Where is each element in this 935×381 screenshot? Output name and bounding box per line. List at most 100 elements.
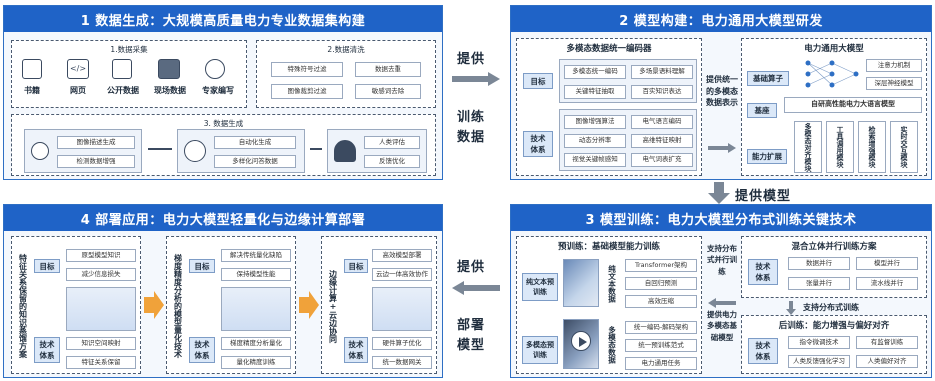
panel-title: 2 模型构建：电力通用大模型研发 bbox=[511, 6, 931, 32]
panel-title: 3 模型训练：电力大模型分布式训练关键技术 bbox=[511, 205, 931, 231]
panel-model-build: 2 模型构建：电力通用大模型研发 多模态数据统一编码器 目标 多模态统一编码 多… bbox=[510, 5, 932, 180]
right-arrow-icon bbox=[708, 138, 736, 153]
clean-image-crop: 图像裁剪过滤 bbox=[271, 84, 343, 99]
col2-tech-item: 量化精度训练 bbox=[221, 356, 291, 369]
right-arrow-icon bbox=[144, 291, 164, 319]
collect-item-field: 现场数据 bbox=[154, 86, 186, 95]
col2-goal-item: 解决传统量化缺陷 bbox=[221, 249, 291, 262]
goal-item: 多场景语料理解 bbox=[631, 65, 693, 79]
panel-data-generation: 1 数据生成：大规模高质量电力专业数据集构建 1.数据采集 </> 书籍 网页 … bbox=[3, 5, 443, 180]
deploy-col1: 特征关系保留的知识蒸馏方案 目标 原型模型知识 减少信息损失 技术 体系 知识空… bbox=[11, 236, 141, 374]
public-data-icon bbox=[112, 59, 132, 79]
col1-vtitle: 特征关系保留的知识蒸馏方案 bbox=[18, 254, 28, 358]
collect-item-books: 书籍 bbox=[24, 86, 40, 95]
encoder-tech-label: 技术 体系 bbox=[523, 131, 553, 157]
text-data-stack: 纯文本数据 bbox=[607, 265, 617, 303]
tech-item: 高维特征映射 bbox=[631, 134, 693, 148]
post-item: 人类反馈强化学习 bbox=[788, 355, 850, 368]
col3-diagram bbox=[372, 287, 432, 331]
goal-item: 百实知识表达 bbox=[631, 85, 693, 99]
text-item: 自回归预测 bbox=[625, 277, 697, 290]
general-model-group: 电力通用大模型 基础算子 注意力机制 深层神经模型 基座 自研高性能电力大语言模… bbox=[741, 38, 927, 176]
deploy-col2: 梯度精度分析的模型量化技术 目标 解决传统量化缺陷 保持模型性能 技术 体系 梯… bbox=[166, 236, 296, 374]
encoder-title: 多模态数据统一编码器 bbox=[566, 44, 652, 54]
col2-goal-label: 目标 bbox=[189, 259, 215, 273]
panel-title: 1 数据生成：大规模高质量电力专业数据集构建 bbox=[4, 6, 442, 32]
panel-deploy: 4 部署应用：电力大模型轻量化与边缘计算部署 特征关系保留的知识蒸馏方案 目标 … bbox=[3, 204, 443, 378]
arrow-text-model: 模型 bbox=[457, 338, 486, 353]
flow-arrow bbox=[148, 148, 172, 150]
text-pretrain-label: 纯文本预训练 bbox=[522, 273, 558, 301]
base-label: 基座 bbox=[747, 103, 777, 118]
posttrain-title: 后训练：能力增强与偏好对齐 bbox=[778, 321, 890, 331]
tech-item: 视觉关键帧感知 bbox=[564, 153, 626, 167]
col1-goal-label: 目标 bbox=[34, 259, 60, 273]
left-arrow-icon bbox=[452, 280, 500, 295]
pretrain-group: 预训练：基础模型能力训练 纯文本预训练 纯文本数据 Transformer架构 … bbox=[516, 236, 702, 374]
encoder-tech-block: 图像增强算法 电气语言编码 动态分辨率 高维特征映射 视觉关键帧感知 电气词表扩… bbox=[559, 109, 697, 171]
base-op-label: 基础算子 bbox=[747, 71, 789, 86]
clean-special-symbols: 特殊符号过滤 bbox=[271, 62, 343, 77]
support-dist-text: 支持分布式训练 bbox=[803, 303, 859, 312]
attention-box: 注意力机制 bbox=[866, 59, 922, 72]
tech-item: 图像增强算法 bbox=[564, 115, 626, 129]
down-arrow-icon bbox=[708, 182, 730, 204]
col3-goal-item: 云边一体高效协作 bbox=[372, 268, 432, 281]
data-collection-group: 1.数据采集 </> 书籍 网页 公开数据 现场数据 专家编写 bbox=[11, 40, 247, 108]
pretrain-title: 预训练：基础模型能力训练 bbox=[557, 242, 660, 252]
module-tool: 工具调用模块 bbox=[826, 121, 854, 173]
book-icon bbox=[22, 59, 42, 79]
provide-model-text: 提供模型 bbox=[735, 189, 792, 204]
col1-diagram bbox=[66, 287, 136, 331]
col1-tech-item: 特征关系保留 bbox=[66, 356, 136, 369]
gen-mid-block: 自动化生成 多样化问答数据 bbox=[177, 129, 305, 173]
encoder-goal-block: 多模态统一编码 多场景语料理解 关键特征抽取 百实知识表达 bbox=[559, 59, 697, 103]
left-arrow-icon bbox=[708, 293, 736, 308]
gen-right-block: 人类评估 反馈优化 bbox=[327, 129, 427, 173]
parallel-item: 模型并行 bbox=[856, 257, 918, 270]
text-data-image bbox=[563, 259, 599, 307]
expert-gear-icon bbox=[205, 59, 225, 79]
arrow-text-provide: 提供 bbox=[457, 260, 486, 275]
panel-title: 4 部署应用：电力大模型轻量化与边缘计算部署 bbox=[4, 205, 442, 231]
ability-label: 能力扩展 bbox=[747, 149, 787, 164]
clean-dedup: 数据去重 bbox=[355, 62, 421, 77]
panel-model-training: 3 模型训练：电力大模型分布式训练关键技术 预训练：基础模型能力训练 纯文本预训… bbox=[510, 204, 932, 378]
field-data-icon bbox=[158, 59, 180, 79]
col3-tech-label: 技术 体系 bbox=[344, 337, 368, 363]
parallel-item: 流水线并行 bbox=[856, 277, 918, 290]
eye-icon bbox=[31, 142, 49, 160]
col2-vtitle: 梯度精度分析的模型量化技术 bbox=[173, 254, 183, 358]
parallel-item: 数据并行 bbox=[788, 257, 850, 270]
col3-goal-item: 高效模型部署 bbox=[372, 249, 432, 262]
arrow-text-deploy: 部署 bbox=[457, 318, 486, 333]
gen-left-block: 图像描述生成 检测数据增强 bbox=[24, 129, 142, 173]
data-gen-group: 3. 数据生成 图像描述生成 检测数据增强 自动化生成 多样化问答数据 人类评估… bbox=[11, 114, 436, 176]
text-item: 高效压缩 bbox=[625, 295, 697, 308]
right-arrow-icon bbox=[452, 71, 500, 86]
gen-qa: 多样化问答数据 bbox=[214, 155, 296, 168]
arrow-text-data: 数据 bbox=[457, 130, 486, 145]
deploy-col3: 边缘计算+云边协同 目标 高效模型部署 云边一体高效协作 技术 体系 硬件算子优… bbox=[321, 236, 437, 374]
mm-data-stack: 多模态数据 bbox=[607, 326, 617, 364]
webpage-icon: </> bbox=[67, 59, 89, 79]
gen-image-caption: 图像描述生成 bbox=[57, 136, 135, 149]
unified-repr-text: 提供统一的多模态数据表示 bbox=[706, 75, 738, 108]
gen-feedback: 反馈优化 bbox=[364, 155, 420, 168]
parallel-item: 张量并行 bbox=[788, 277, 850, 290]
group-title: 1.数据采集 bbox=[110, 45, 148, 54]
clean-sensitive: 敏感词去除 bbox=[355, 84, 421, 99]
collect-item-public: 公开数据 bbox=[107, 86, 139, 95]
person-icon bbox=[334, 140, 356, 162]
encoder-group: 多模态数据统一编码器 目标 多模态统一编码 多场景语料理解 关键特征抽取 百实知… bbox=[516, 38, 702, 176]
gen-human-eval: 人类评估 bbox=[364, 136, 420, 149]
col2-tech-label: 技术 体系 bbox=[189, 337, 215, 363]
collect-item-web: 网页 bbox=[70, 86, 86, 95]
llm-box: 自研高性能电力大语言模型 bbox=[784, 97, 922, 113]
col2-diagram bbox=[221, 287, 291, 331]
arrow-text-provide: 提供 bbox=[457, 52, 486, 67]
post-item: 有监督训练 bbox=[856, 336, 918, 349]
flow-arrow bbox=[310, 148, 322, 150]
arrow-text-train: 训练 bbox=[457, 110, 486, 125]
mm-pretrain-label: 多模态预训练 bbox=[522, 336, 558, 364]
